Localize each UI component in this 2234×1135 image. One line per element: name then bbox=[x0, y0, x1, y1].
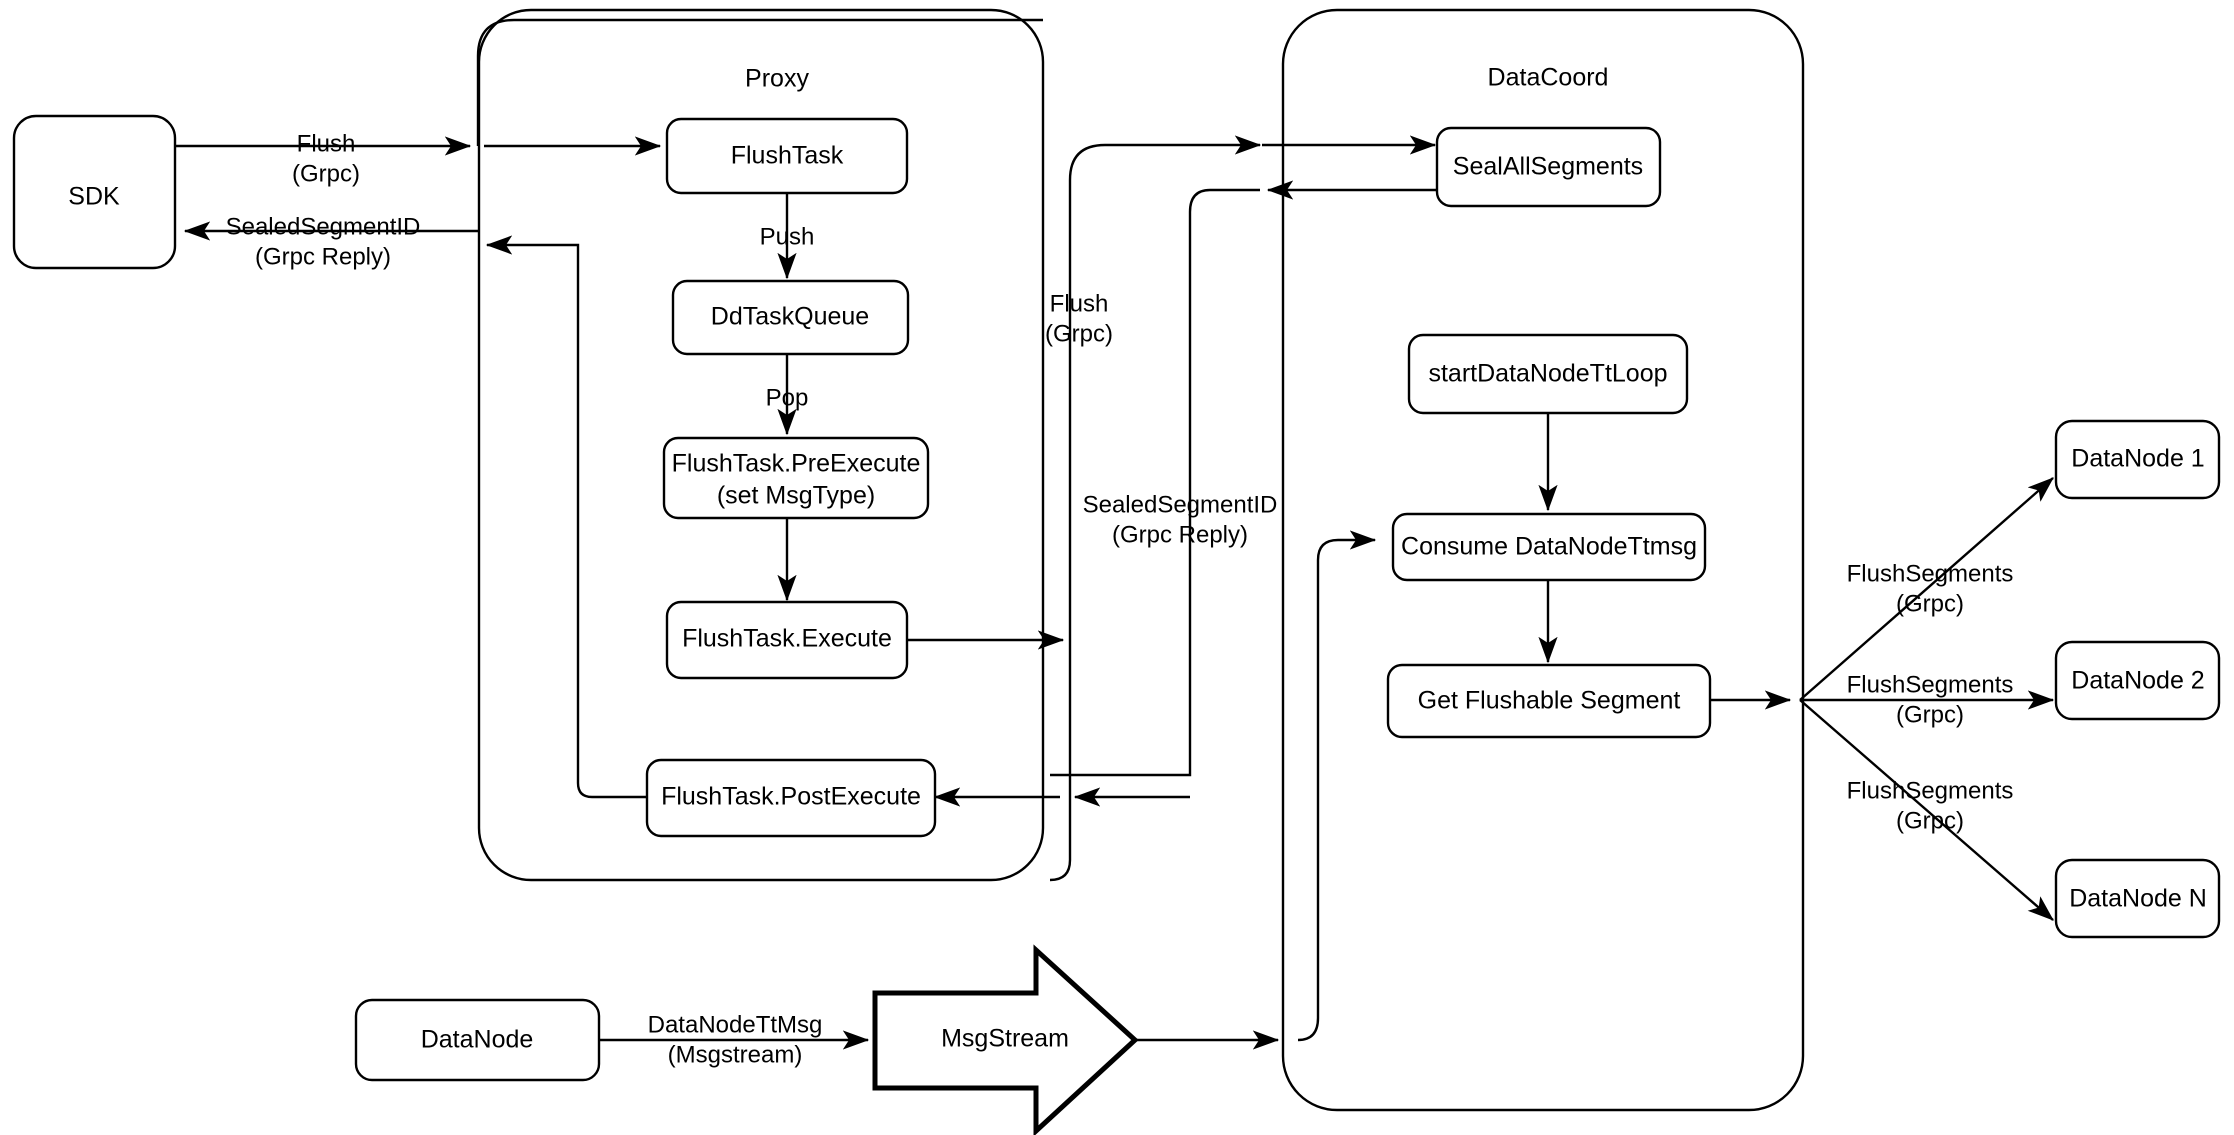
sdk-label: SDK bbox=[68, 183, 120, 211]
edge-flush-rail-proxy-wrap bbox=[1049, 640, 1072, 882]
ddtaskqueue-box[interactable] bbox=[671, 279, 910, 356]
datacoord-container-box bbox=[1281, 8, 1805, 1112]
preexecute-label-line2: (set MsgType) bbox=[717, 482, 875, 510]
getflushablesegment-label: Get Flushable Segment bbox=[1418, 687, 1681, 715]
proxy-container-box bbox=[477, 8, 1045, 882]
edge-label-sealedsegmentid-line1: SealedSegmentID bbox=[226, 213, 421, 240]
postexecute-box[interactable] bbox=[645, 758, 937, 838]
msgstream-label: MsgStream bbox=[941, 1025, 1069, 1053]
datanoden-label: DataNode N bbox=[2069, 885, 2207, 913]
node-sdk[interactable]: SDK bbox=[12, 114, 177, 270]
preexecute-label-line1: FlushTask.PreExecute bbox=[672, 450, 921, 478]
node-datanode-1[interactable]: DataNode 1 bbox=[2054, 419, 2221, 500]
node-flushtask-postexecute[interactable]: FlushTask.PostExecute bbox=[645, 758, 937, 838]
edge-label-flushsegmentsn-line2: (Grpc) bbox=[1896, 807, 1964, 834]
consumedatanodettmsg-label: Consume DataNodeTtmsg bbox=[1401, 533, 1697, 561]
container-proxy: Proxy bbox=[477, 8, 1045, 882]
node-datanode-bottom[interactable]: DataNode bbox=[354, 998, 601, 1082]
edge-junction-to-datanode1 bbox=[1799, 477, 2054, 701]
node-msgstream[interactable]: MsgStream bbox=[872, 944, 1139, 1135]
datanoden-box[interactable] bbox=[2054, 858, 2221, 939]
consumedatanodettmsg-box[interactable] bbox=[1391, 512, 1707, 582]
edge-label-flushsegments1-line1: FlushSegments bbox=[1847, 560, 2014, 587]
datanode-bottom-box[interactable] bbox=[354, 998, 601, 1082]
datanode-bottom-label: DataNode bbox=[421, 1026, 534, 1054]
edge-msgstream-rail-to-consume bbox=[1297, 530, 1377, 1042]
edge-label-pop: Pop bbox=[766, 384, 809, 411]
edge-label-datanodettmsg-line1: DataNodeTtMsg bbox=[648, 1011, 823, 1038]
datanode2-box[interactable] bbox=[2054, 640, 2221, 721]
proxy-container-label: Proxy bbox=[745, 65, 809, 93]
edge-label-flushsegments2-line1: FlushSegments bbox=[1847, 671, 2014, 698]
edge-proxy-top-rail bbox=[476, 18, 1043, 146]
edge-label-flush-grpc-line1: Flush bbox=[1050, 290, 1109, 317]
datanode2-label: DataNode 2 bbox=[2071, 667, 2204, 695]
node-consume-datanode-ttmsg[interactable]: Consume DataNodeTtmsg bbox=[1391, 512, 1707, 582]
sdk-box[interactable] bbox=[12, 114, 177, 270]
ddtaskqueue-label: DdTaskQueue bbox=[711, 303, 869, 331]
preexecute-box[interactable] bbox=[662, 436, 930, 520]
datacoord-container-label: DataCoord bbox=[1488, 64, 1609, 92]
edge-datacoord-reply-rail bbox=[1050, 188, 1260, 777]
node-start-datanode-tt-loop[interactable]: startDataNodeTtLoop bbox=[1407, 333, 1689, 415]
edge-junction-to-datanoden bbox=[1799, 699, 2054, 921]
sealallsegments-label: SealAllSegments bbox=[1453, 153, 1643, 181]
edge-label-dc-reply-line2: (Grpc Reply) bbox=[1112, 521, 1248, 548]
edge-label-push: Push bbox=[760, 223, 815, 250]
node-ddtaskqueue[interactable]: DdTaskQueue bbox=[671, 279, 910, 356]
container-datacoord: DataCoord bbox=[1281, 8, 1805, 1112]
startdatanodettloop-box[interactable] bbox=[1407, 333, 1689, 415]
msgstream-arrow-shape[interactable] bbox=[872, 944, 1139, 1135]
postexecute-label: FlushTask.PostExecute bbox=[661, 783, 921, 811]
node-flushtask[interactable]: FlushTask bbox=[665, 117, 909, 195]
edge-label-flush-grpc-line2: (Grpc) bbox=[1045, 320, 1113, 347]
edge-postexecute-to-reply-rail bbox=[485, 235, 647, 799]
edge-flush-rail-to-datacoord bbox=[1068, 135, 1262, 640]
node-sealallsegments[interactable]: SealAllSegments bbox=[1435, 126, 1662, 208]
flushtask-label: FlushTask bbox=[731, 142, 844, 170]
node-datanode-2[interactable]: DataNode 2 bbox=[2054, 640, 2221, 721]
getflushablesegment-box[interactable] bbox=[1386, 663, 1712, 739]
datanode1-box[interactable] bbox=[2054, 419, 2221, 500]
edge-label-flushsegments1-line2: (Grpc) bbox=[1896, 590, 1964, 617]
node-flushtask-execute[interactable]: FlushTask.Execute bbox=[665, 600, 909, 680]
edge-label-dc-reply-line1: SealedSegmentID bbox=[1083, 491, 1278, 518]
edge-label-flushsegments2-line2: (Grpc) bbox=[1896, 701, 1964, 728]
node-get-flushable-segment[interactable]: Get Flushable Segment bbox=[1386, 663, 1712, 739]
edge-label-datanodettmsg-line2: (Msgstream) bbox=[668, 1041, 803, 1068]
edge-label-flushsegmentsn-line1: FlushSegments bbox=[1847, 777, 2014, 804]
sealallsegments-box[interactable] bbox=[1435, 126, 1662, 208]
node-datanode-n[interactable]: DataNode N bbox=[2054, 858, 2221, 939]
datanode1-label: DataNode 1 bbox=[2071, 445, 2204, 473]
execute-label: FlushTask.Execute bbox=[682, 625, 892, 653]
edge-label-sealedsegmentid-line2: (Grpc Reply) bbox=[255, 243, 391, 270]
execute-box[interactable] bbox=[665, 600, 909, 680]
flushtask-box[interactable] bbox=[665, 117, 909, 195]
edge-label-flush-line2: (Grpc) bbox=[292, 160, 360, 187]
startdatanodettloop-label: startDataNodeTtLoop bbox=[1428, 360, 1667, 388]
node-flushtask-preexecute[interactable]: FlushTask.PreExecute (set MsgType) bbox=[662, 436, 930, 520]
edge-label-flush-line1: Flush bbox=[297, 130, 356, 157]
